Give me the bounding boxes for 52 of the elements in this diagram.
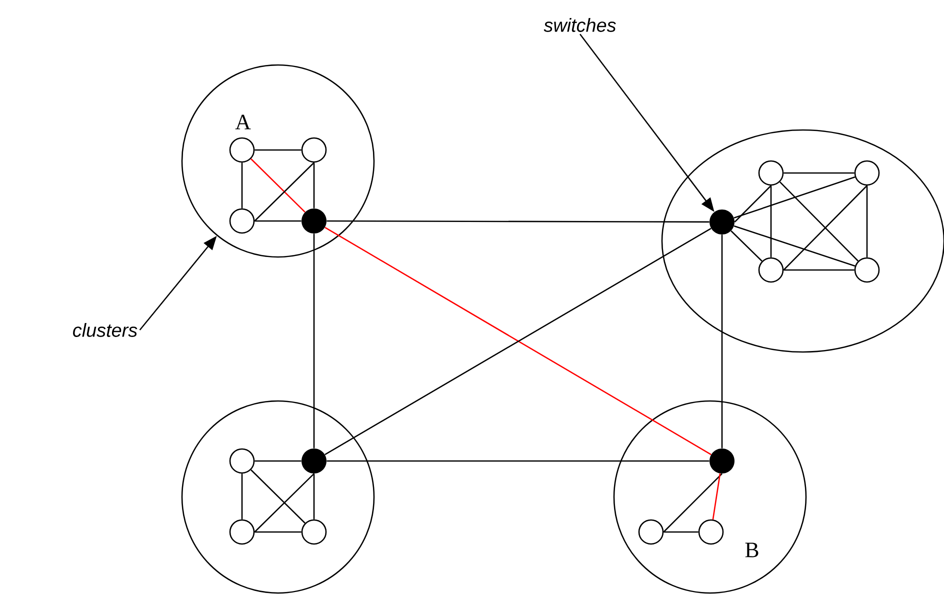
link-line (734, 225, 856, 267)
link-line (721, 234, 723, 448)
host-circle (854, 160, 880, 186)
host-circle (854, 257, 880, 283)
host-circle (698, 519, 724, 545)
link-line (784, 269, 854, 271)
link-line (254, 460, 302, 462)
cluster-label: B (745, 542, 758, 558)
link-line (712, 473, 721, 520)
link-line (663, 473, 722, 532)
link-line (254, 220, 302, 222)
cluster-circle (181, 64, 375, 258)
link-line (783, 185, 868, 270)
annotation-text: switches (544, 18, 616, 32)
link-line (734, 185, 772, 222)
cluster-circle (613, 400, 807, 594)
link-line (250, 469, 306, 524)
link-line (241, 162, 243, 208)
link-line (770, 186, 772, 258)
cluster-label: A (235, 114, 251, 130)
switch-dot (710, 448, 734, 474)
host-circle (229, 448, 255, 474)
host-circle (758, 257, 784, 283)
annotation-text: clusters (73, 323, 138, 337)
switch-dot (710, 209, 734, 234)
host-circle (638, 519, 664, 545)
host-circle (301, 137, 327, 163)
link-line (313, 234, 315, 448)
link-line (250, 158, 306, 213)
host-circle (229, 519, 255, 545)
link-line (779, 182, 859, 262)
link-line (254, 162, 314, 222)
switch-dot (302, 208, 326, 234)
link-line (326, 460, 710, 462)
host-circle (229, 208, 255, 234)
link-line (313, 162, 315, 208)
link-line (254, 531, 302, 533)
host-circle (229, 137, 255, 163)
host-circle (301, 519, 327, 545)
link-line (254, 473, 314, 532)
link-line (866, 186, 868, 258)
link-line (734, 176, 856, 219)
cluster-circle (181, 400, 375, 594)
switch-dot (302, 448, 326, 474)
link-line (254, 149, 302, 151)
link-line (241, 474, 243, 520)
link-line (326, 220, 710, 223)
link-line (784, 172, 854, 174)
link-line (664, 531, 698, 533)
link-line (313, 474, 315, 520)
link-line (730, 230, 762, 262)
host-circle (758, 160, 784, 186)
